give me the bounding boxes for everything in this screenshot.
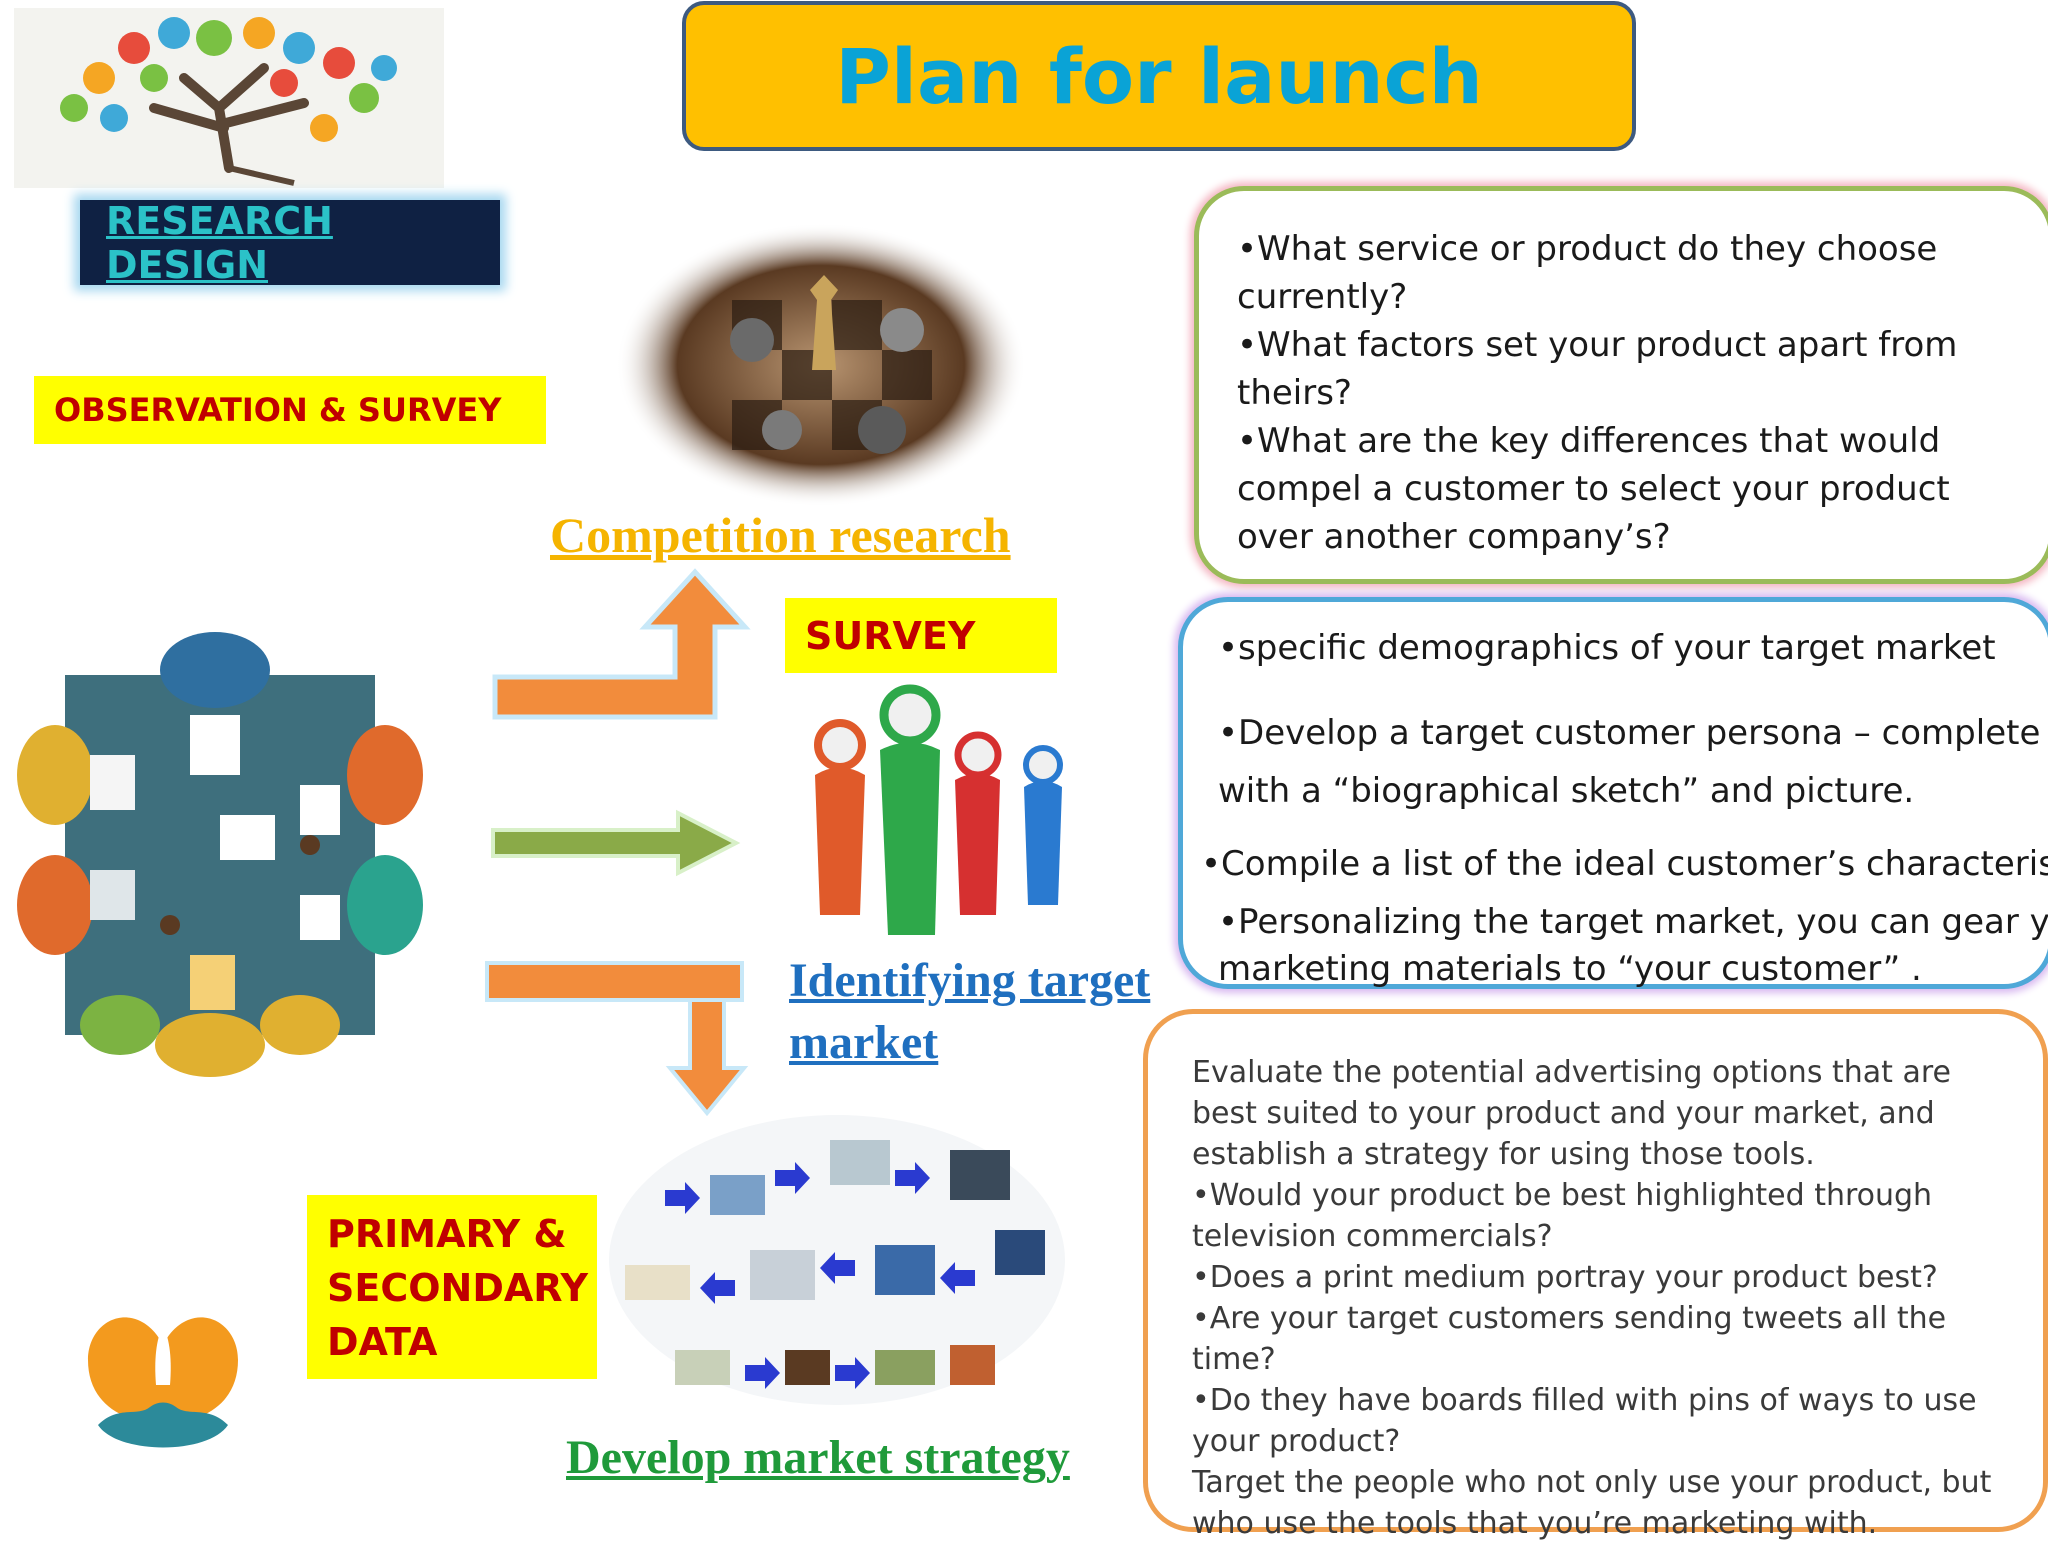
title-banner: Plan for launch [682,1,1636,151]
idea-tree-icon [14,8,444,188]
strategy-line-2: •Would your product be best highlighted … [1192,1178,1933,1254]
target-line-5: •Personalizing the target market, you ca… [1218,902,2048,942]
target-market-box: •specific demographics of your target ma… [1178,597,2048,989]
observation-survey-label: OBSERVATION & SURVEY [34,376,546,444]
research-design-text: RESEARCH DESIGN [106,198,333,287]
arrow-to-target-market [491,809,741,877]
page-title: Plan for launch [835,31,1483,121]
primary-secondary-data-label: PRIMARY & SECONDARY DATA [307,1195,597,1379]
competition-questions-box: •What service or product do they choose … [1194,186,2048,584]
strategy-line-5: •Do they have boards filled with pins of… [1192,1383,1977,1459]
competition-question-1: •What service or product do they choose … [1237,229,1938,317]
competition-research-title: Competition research [550,507,1011,563]
strategy-line-4: •Are your target customers sending tweet… [1192,1301,1947,1377]
chess-image [616,223,1026,507]
arrow-to-market-strategy [485,961,749,1117]
competition-question-2: •What factors set your product apart fro… [1237,325,1958,413]
survey-label: SURVEY [785,598,1057,673]
identifying-target-market-title: Identifying target market [789,950,1150,1074]
rocket-logo [88,1317,238,1448]
strategy-line-1: Evaluate the potential advertising optio… [1192,1055,1951,1172]
competition-question-3: •What are the key differences that would… [1237,421,1950,557]
target-line-3: with a “biographical sketch” and picture… [1218,771,1915,811]
develop-market-strategy-title: Develop market strategy [566,1431,1070,1484]
ps-line-1: PRIMARY & [327,1212,567,1256]
research-design-label: RESEARCH DESIGN [80,198,500,287]
supply-chain-illustration [609,1115,1065,1405]
meeting-table-illustration [17,632,423,1077]
target-line-2: •Develop a target customer persona – com… [1218,713,2041,753]
marketing-strategy-box: Evaluate the potential advertising optio… [1143,1009,2048,1541]
ps-line-3: DATA [327,1320,438,1364]
arrow-to-competition [492,568,751,720]
target-line-6: marketing materials to “your customer” . [1218,949,1922,989]
identifying-title-line-1: Identifying target [789,954,1151,1007]
identifying-title-line-2: market [789,1016,939,1069]
strategy-line-6: Target the people who not only use your … [1192,1465,1992,1541]
strategy-line-3: •Does a print medium portray your produc… [1192,1260,1938,1295]
target-people-illustration [814,684,1063,935]
ps-line-2: SECONDARY [327,1266,588,1310]
target-line-4: •Compile a list of the ideal customer’s … [1201,844,2048,884]
target-line-1: •specific demographics of your target ma… [1218,628,1996,668]
